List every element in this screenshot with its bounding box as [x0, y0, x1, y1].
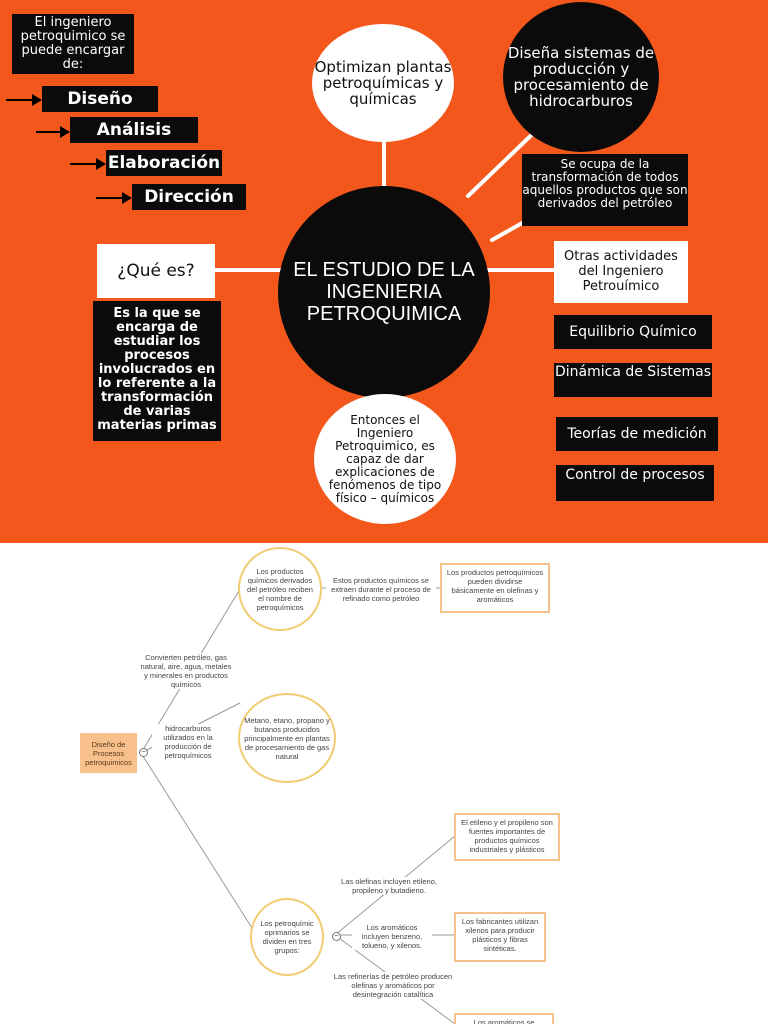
actividad-teorias: Teorías de medición: [556, 417, 718, 451]
node-aromaticos-se[interactable]: Los aromáticos se: [454, 1013, 554, 1024]
node-fabricantes[interactable]: Los fabricantes utilizan xilenos para pr…: [454, 912, 546, 962]
role-analisis: Análisis: [70, 117, 198, 143]
node-etileno[interactable]: El etileno y el propileno son fuentes im…: [454, 813, 560, 861]
node-tres-grupos[interactable]: Los petroquímic oprimarios se dividen en…: [250, 898, 324, 976]
role-direccion: Dirección: [132, 184, 246, 210]
optimizan-bubble: Optimizan plantas petroquímicas y químic…: [312, 24, 454, 142]
node-metano[interactable]: Metano, etano, propano y butanos produci…: [238, 693, 336, 783]
link-label-aromaticos: Los aromáticos incluyen benzeno, tolueno…: [352, 923, 432, 950]
root-node[interactable]: Diseño de Procesos petroquimicos: [80, 733, 137, 773]
arrow-analisis: [36, 126, 70, 138]
collapse-toggle-grupos[interactable]: −: [332, 932, 341, 941]
arrow-direccion: [96, 192, 132, 204]
collapse-toggle-root[interactable]: −: [139, 748, 148, 757]
mind-map-panel: El ingeniero petroquimico se puede encar…: [0, 0, 768, 543]
connector-lines: [212, 120, 558, 402]
node-productos-quimicos[interactable]: Los productos químicos derivados del pet…: [238, 547, 322, 631]
arrow-diseno: [6, 94, 42, 106]
link-label-estos: Estos productos químicos se extraen dura…: [326, 576, 436, 603]
otras-actividades-box: Otras actividades del Ingeniero Petrouím…: [554, 241, 688, 303]
central-topic: EL ESTUDIO DE LA INGENIERIA PETROQUIMICA: [278, 186, 490, 398]
link-label-refinerias: Las refinerías de petróleo producen olef…: [326, 972, 460, 999]
actividad-equilibrio: Equilibrio Químico: [554, 315, 712, 349]
role-diseno: Diseño: [42, 86, 158, 112]
concept-map-panel: Diseño de Procesos petroquimicos − Convi…: [0, 543, 768, 1024]
link-to-grupos: [140, 752, 253, 929]
entonces-bubble: Entonces el Ingeniero Petroquimico, es c…: [314, 394, 456, 524]
connector-se-ocupa: [490, 220, 526, 242]
node-dividirse[interactable]: Los productos petroquímicos pueden divid…: [440, 563, 550, 613]
role-elaboracion: Elaboración: [106, 150, 222, 176]
link-label-hidrocarburos: hidrocarburos utilizados en la producció…: [152, 724, 224, 760]
intro-label: El ingeniero petroquimico se puede encar…: [12, 14, 134, 74]
se-ocupa-box: Se ocupa de la transformación de todos a…: [522, 154, 688, 226]
link-label-olefinas: Las olefinas incluyen etileno, propileno…: [332, 877, 446, 895]
actividad-control: Control de procesos: [556, 465, 714, 501]
definicion-box: Es la que se encarga de estudiar los pro…: [93, 301, 221, 441]
actividad-dinamica: Dinámica de Sistemas: [554, 363, 712, 397]
que-es-box: ¿Qué es?: [97, 244, 215, 298]
concept-connector-lines: [140, 587, 456, 1024]
disena-bubble: Diseña sistemas de producción y procesam…: [503, 2, 659, 152]
link-label-convierten: Convierten petróleo, gas natural, aire, …: [140, 653, 232, 689]
arrow-elaboracion: [70, 158, 106, 170]
